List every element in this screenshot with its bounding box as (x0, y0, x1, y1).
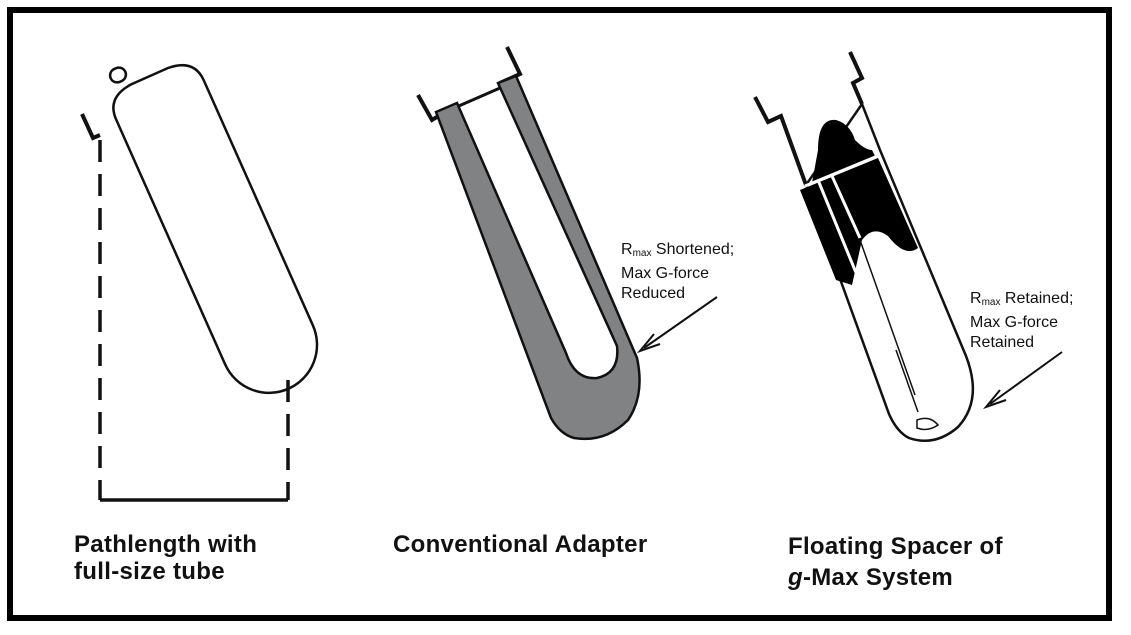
tube-cap-nub (108, 66, 128, 84)
adapter-note-line1: Rmax Shortened; (621, 241, 735, 259)
spacer-note-line1: Rmax Retained; (970, 290, 1074, 308)
spacer-arrow-head (982, 389, 1007, 410)
full-tube-caption: Pathlength with full-size tube (74, 531, 257, 585)
figure-frame (7, 7, 1112, 621)
spacer-note-line2: Max G-force (970, 314, 1059, 331)
adapter-note-line3: Reduced (621, 285, 686, 302)
spacer-fill-body (800, 158, 918, 285)
adapter-caption: Conventional Adapter (393, 531, 647, 558)
spacer-rotor-slot-left (753, 96, 808, 186)
full-tube-caption-line2: full-size tube (74, 558, 225, 585)
adapter-arrow-head (636, 333, 661, 354)
floating-spacer-panel (753, 51, 1063, 442)
spacer-rod-right (830, 175, 862, 239)
adapter-note: Rmax Shortened; Max G-force Reduced (621, 240, 734, 304)
full-size-tube (112, 64, 319, 395)
rotor-slot-left (80, 113, 101, 141)
spacer-fill-top (812, 119, 876, 183)
full-tube-caption-line1: Pathlength with (74, 531, 258, 558)
spacer-caption: Floating Spacer of g-Max System (788, 531, 1003, 593)
adapter-note-line2: Max G-force (621, 265, 710, 282)
spacer-caption-line1: Floating Spacer of (788, 533, 1003, 560)
spacer-note-line3: Retained (970, 334, 1035, 351)
spacer-rotor-slot-right (848, 51, 865, 105)
spacer-arrow-line (989, 351, 1063, 405)
adapter-arrow-line (643, 296, 718, 349)
adapter-caption-text: Conventional Adapter (393, 531, 648, 558)
conventional-adapter-panel (416, 46, 718, 441)
full-size-tube-panel (80, 64, 319, 502)
adapter-shell-clean (434, 74, 641, 441)
spacer-caption-line2: g-Max System (788, 564, 953, 591)
spacer-bottom-tip (916, 417, 940, 431)
spacer-note: Rmax Retained; Max G-force Retained (970, 289, 1073, 353)
spacer-rod-outline (859, 239, 919, 413)
